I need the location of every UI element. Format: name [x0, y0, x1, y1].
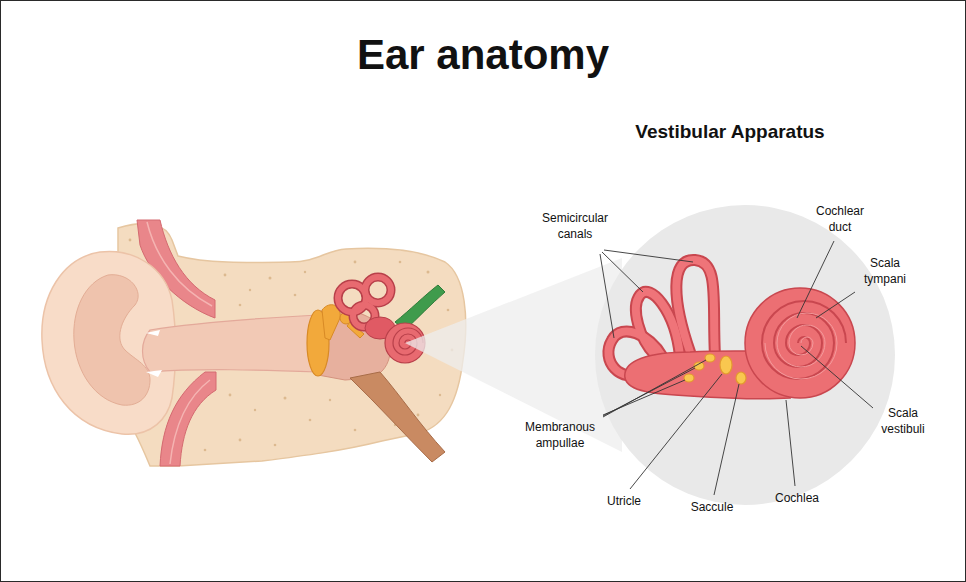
dot — [274, 444, 277, 447]
dot — [427, 271, 430, 274]
dot — [284, 397, 287, 400]
highlight — [146, 330, 160, 336]
canal-outline — [365, 277, 391, 303]
outer-ear-illustration — [42, 220, 466, 466]
zoom-circle — [595, 205, 895, 505]
dot — [269, 277, 272, 280]
part-label: Membranous ampullae — [515, 419, 605, 451]
dot — [417, 414, 420, 417]
dot — [249, 289, 251, 291]
highlight — [146, 370, 162, 377]
leader-line — [786, 400, 795, 486]
page-title: Ear anatomy — [357, 30, 609, 80]
leader-line — [801, 346, 873, 408]
dot — [224, 274, 227, 277]
saccule-macula — [736, 372, 746, 384]
vestibular-apparatus-illustration — [608, 260, 855, 399]
leader-line — [603, 360, 706, 417]
utricle-macula — [720, 356, 732, 374]
concha — [74, 275, 150, 406]
section-heading: Vestibular Apparatus — [580, 120, 880, 144]
part-label: Cochlea — [762, 490, 832, 506]
dot — [254, 409, 256, 411]
leader-line — [600, 254, 614, 338]
ear-canal — [143, 315, 319, 372]
part-label: Utricle — [589, 493, 659, 509]
leader-line — [604, 250, 693, 262]
leader-line — [630, 374, 722, 489]
canal — [365, 277, 391, 303]
dot — [129, 239, 132, 242]
leader-line — [797, 241, 834, 318]
part-label: Saccule — [677, 499, 747, 515]
dot — [399, 261, 402, 264]
leader-lines — [600, 241, 873, 495]
cochlea — [745, 288, 855, 398]
cochlea-spiral — [762, 301, 846, 379]
part-label: Scala tympani — [850, 255, 920, 287]
dot — [329, 399, 331, 401]
leader-line — [602, 252, 643, 292]
dot — [304, 271, 306, 273]
dot — [439, 394, 441, 396]
dot — [239, 439, 242, 442]
dot — [354, 261, 357, 264]
dot — [447, 309, 450, 312]
dot — [354, 429, 357, 432]
leader-line — [714, 384, 739, 495]
dot — [239, 304, 242, 307]
ampulla — [705, 354, 715, 362]
dot — [204, 449, 207, 452]
part-label: Semicircular canals — [530, 210, 620, 242]
ampulla — [684, 374, 694, 382]
part-label: Scala vestibuli — [868, 405, 938, 437]
band-stripe — [170, 380, 210, 464]
leader-line — [816, 292, 855, 318]
dot — [294, 294, 297, 297]
eustachian-tube — [350, 372, 445, 462]
malleus — [322, 305, 340, 340]
zoom-beam — [405, 258, 622, 452]
canal — [676, 260, 715, 356]
dot — [229, 394, 232, 397]
dot — [309, 419, 312, 422]
part-label: Cochlear duct — [805, 203, 875, 235]
